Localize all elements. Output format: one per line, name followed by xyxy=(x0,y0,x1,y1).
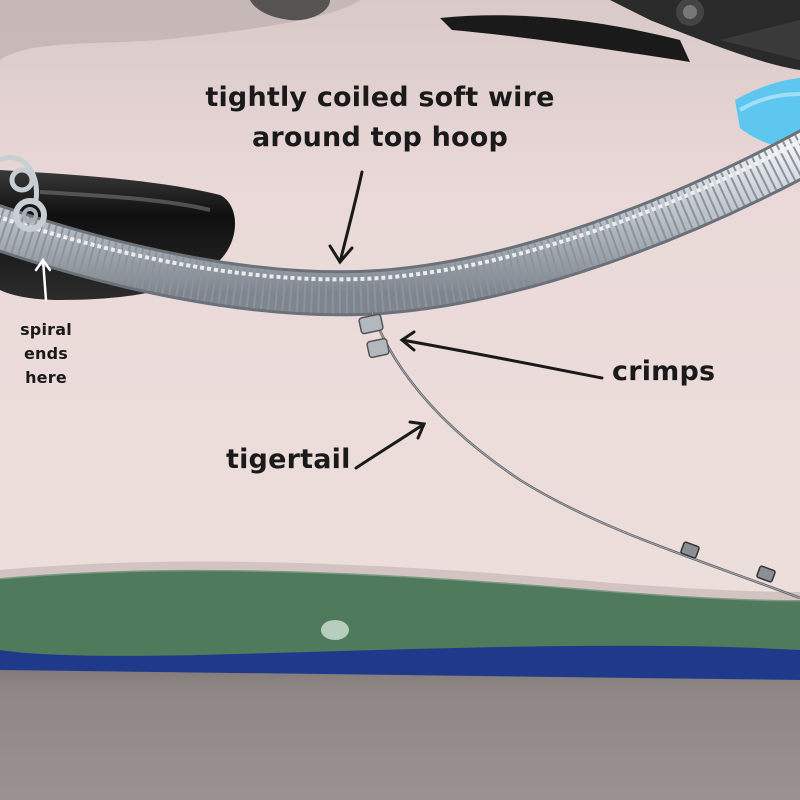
spiral-line-3: here xyxy=(25,368,67,387)
tail-crimps xyxy=(680,541,776,583)
spiral-arrow-icon xyxy=(34,257,52,302)
title-line-2: around top hoop xyxy=(251,122,509,153)
pliers-icon xyxy=(440,0,800,150)
title-annotation: tightly coiled soft wire around top hoop xyxy=(200,78,560,158)
tigertail-annotation: tigertail xyxy=(226,444,351,475)
spiral-line-1: spiral xyxy=(20,320,72,339)
spiral-line-2: ends xyxy=(23,344,69,363)
title-line-1: tightly coiled soft wire xyxy=(205,82,555,113)
crimp-bead-icon xyxy=(358,313,390,359)
arrow-icon xyxy=(328,170,604,470)
coiled-wire-hoop xyxy=(0,129,800,317)
spiral-end xyxy=(0,155,47,232)
crimps-annotation: crimps xyxy=(612,356,716,387)
spiral-annotation: spiral ends here xyxy=(10,318,82,390)
